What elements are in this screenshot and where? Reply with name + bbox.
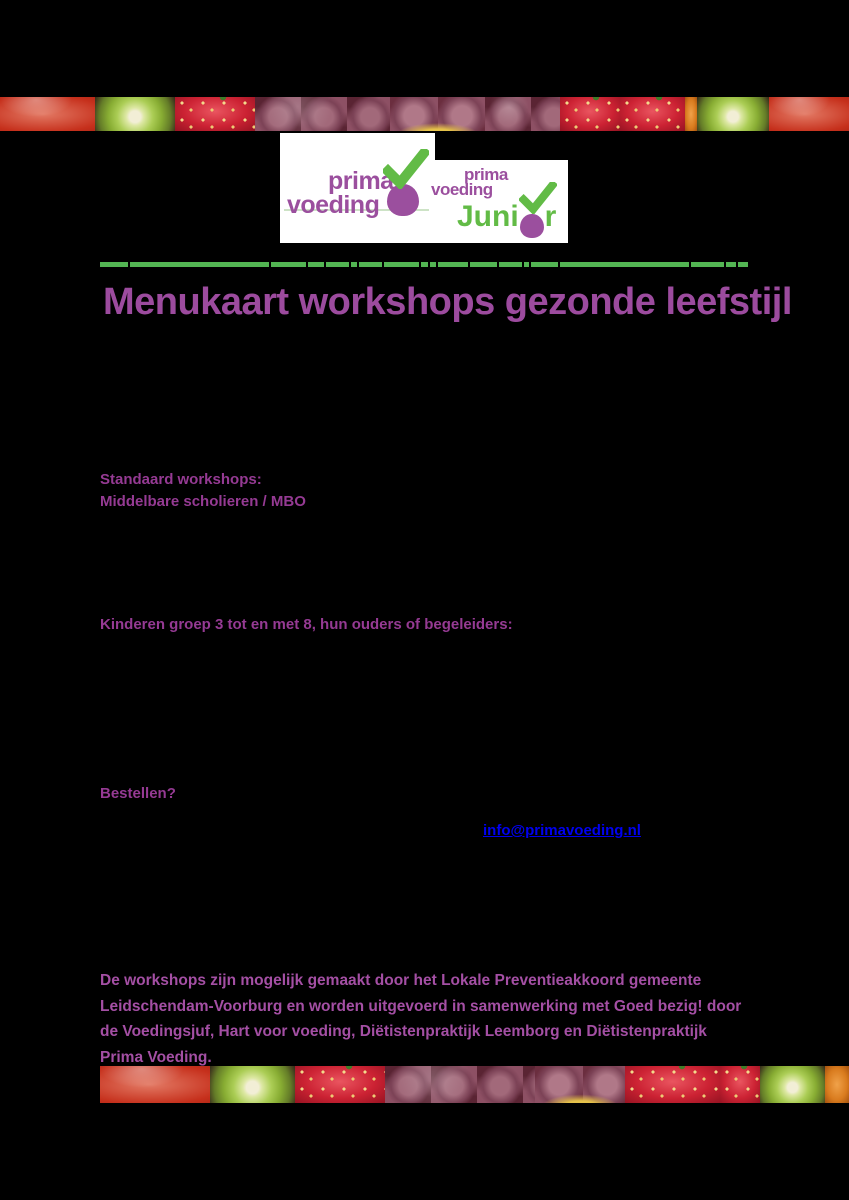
junior-prefix: Juni — [457, 200, 519, 233]
heading-standaard-workshops: Standaard workshops: — [100, 471, 262, 488]
strawberry-image — [175, 97, 255, 131]
apple-image — [100, 1066, 210, 1103]
apple-image — [0, 97, 95, 131]
footer-credits: De workshops zijn mogelijk gemaakt door … — [100, 972, 742, 1066]
kiwi-image — [760, 1066, 825, 1103]
checkmark-icon — [383, 149, 429, 189]
logo-text-voeding: voeding — [431, 180, 493, 199]
checkmark-icon — [519, 182, 557, 214]
kiwi-image — [697, 97, 769, 131]
heading-kinderen-groep: Kinderen groep 3 tot en met 8, hun ouder… — [100, 616, 513, 633]
kiwi-image — [95, 97, 175, 131]
logo-text-prima: prima — [464, 165, 508, 184]
grapes-image — [390, 97, 485, 131]
page-title: Menukaart workshops gezonde leefstijl — [103, 281, 792, 323]
kiwi-image — [210, 1066, 295, 1103]
fruit-banner-bottom — [100, 1066, 849, 1103]
strawberry-image — [620, 97, 685, 131]
strawberry-image — [560, 97, 620, 131]
green-dashed-divider — [100, 262, 749, 267]
prima-voeding-junior-logo: prima voeding Juni r — [430, 160, 568, 243]
grapes-image — [535, 1066, 625, 1103]
orange-image — [825, 1066, 849, 1103]
grapes-image — [485, 97, 560, 131]
grapes-image — [385, 1066, 535, 1103]
strawberry-image — [720, 1066, 760, 1103]
email-link[interactable]: info@primavoeding.nl — [483, 822, 641, 839]
logo-text-voeding: voeding — [287, 191, 380, 219]
strawberry-image — [625, 1066, 720, 1103]
orange-image — [685, 97, 697, 131]
apple-icon — [387, 184, 419, 216]
junior-suffix: r — [544, 200, 557, 233]
strawberry-image — [295, 1066, 385, 1103]
apple-icon — [519, 214, 544, 238]
logo-underline — [284, 209, 429, 211]
prima-voeding-logo: prima voeding — [280, 133, 435, 243]
logo-text-junior: Juni r — [457, 200, 557, 238]
heading-middelbare-scholieren: Middelbare scholieren / MBO — [100, 493, 306, 510]
grapes-image — [255, 97, 390, 131]
fruit-banner-top — [0, 97, 849, 131]
heading-bestellen: Bestellen? — [100, 785, 176, 802]
apple-image — [769, 97, 849, 131]
